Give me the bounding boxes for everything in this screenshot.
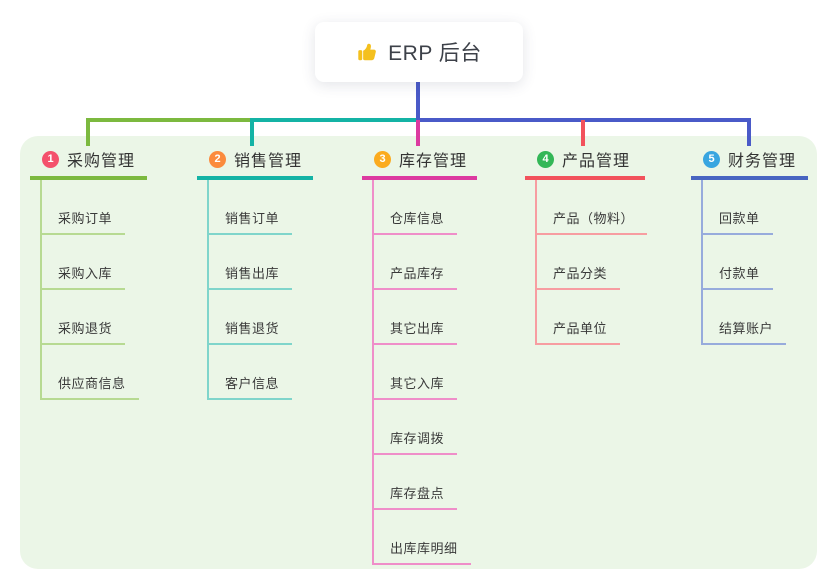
child-node[interactable]: 其它出库 [374, 290, 471, 345]
child-node-label: 产品库存 [374, 263, 458, 290]
child-node-label: 其它入库 [374, 373, 458, 400]
branch-label: 产品管理 [562, 153, 631, 170]
child-node[interactable]: 采购订单 [42, 180, 139, 235]
branch-badge: 1 [42, 150, 59, 168]
child-node[interactable]: 库存盘点 [374, 455, 471, 510]
child-node-label: 产品分类 [537, 263, 621, 290]
branch-purchase: 1 采购管理 采购订单采购入库采购退货供应商信息 [30, 148, 147, 400]
branch-children: 产品（物料） 产品分类产品单位 [535, 180, 648, 345]
branch-children: 回款单付款单结算账户 [701, 180, 787, 345]
connector-drop-5 [747, 118, 751, 146]
connector-root-drop [416, 82, 420, 122]
branch-label: 销售管理 [234, 153, 303, 170]
child-node-label: 付款单 [703, 263, 773, 290]
child-node-label: 出库库明细 [374, 538, 471, 565]
branch-label: 采购管理 [67, 153, 136, 170]
child-node-label: 产品单位 [537, 318, 621, 345]
child-node[interactable]: 客户信息 [209, 345, 293, 400]
child-node[interactable]: 产品分类 [537, 235, 647, 290]
child-node[interactable]: 付款单 [703, 235, 786, 290]
child-node-label: 结算账户 [703, 318, 787, 345]
branch-sales: 2 销售管理 销售订单销售出库销售退货客户信息 [197, 148, 313, 400]
connector-bus-teal [250, 118, 418, 122]
child-node[interactable]: 销售订单 [209, 180, 293, 235]
child-node-label: 销售订单 [209, 208, 293, 235]
child-node-label: 客户信息 [209, 373, 293, 400]
child-node[interactable]: 结算账户 [703, 290, 787, 345]
connector-drop-1 [86, 118, 90, 146]
branch-header-finance[interactable]: 5 财务管理 [691, 148, 808, 180]
connector-drop-2 [250, 118, 254, 146]
child-node-label: 库存盘点 [374, 483, 458, 510]
child-node[interactable]: 出库库明细 [374, 510, 471, 565]
thumbs-up-icon [356, 41, 378, 63]
branch-children: 采购订单采购入库采购退货供应商信息 [40, 180, 139, 400]
branch-children: 仓库信息产品库存其它出库其它入库库存调拨库存盘点出库库明细 [372, 180, 471, 565]
branch-finance: 5 财务管理 回款单付款单结算账户 [691, 148, 808, 345]
child-node-label: 供应商信息 [42, 373, 139, 400]
child-node-label: 库存调拨 [374, 428, 458, 455]
branch-inventory: 3 库存管理 仓库信息产品库存其它出库其它入库库存调拨库存盘点出库库明细 [362, 148, 477, 565]
child-node-label: 其它出库 [374, 318, 458, 345]
child-node[interactable]: 采购入库 [42, 235, 139, 290]
child-node[interactable]: 产品（物料） [537, 180, 648, 235]
child-node[interactable]: 产品单位 [537, 290, 647, 345]
child-node[interactable]: 采购退货 [42, 290, 139, 345]
connector-drop-4 [581, 120, 585, 146]
branch-label: 财务管理 [728, 153, 797, 170]
child-node[interactable]: 产品库存 [374, 235, 471, 290]
branch-header-product[interactable]: 4 产品管理 [525, 148, 645, 180]
connector-drop-3 [416, 120, 420, 146]
child-node-label: 采购订单 [42, 208, 126, 235]
mindmap-panel [20, 136, 817, 569]
child-node[interactable]: 销售退货 [209, 290, 293, 345]
branch-badge: 4 [537, 150, 554, 168]
child-node-label: 回款单 [703, 208, 773, 235]
child-node[interactable]: 其它入库 [374, 345, 471, 400]
connector-bus-green [86, 118, 254, 122]
branch-badge: 5 [703, 150, 720, 168]
branch-product: 4 产品管理 产品（物料） 产品分类产品单位 [525, 148, 648, 345]
child-node-label: 采购退货 [42, 318, 126, 345]
child-node-label: 产品（物料） [537, 208, 648, 235]
branch-children: 销售订单销售出库销售退货客户信息 [207, 180, 293, 400]
child-node[interactable]: 仓库信息 [374, 180, 471, 235]
branch-header-purchase[interactable]: 1 采购管理 [30, 148, 147, 180]
child-node[interactable]: 回款单 [703, 180, 786, 235]
child-node-label: 销售出库 [209, 263, 293, 290]
branch-label: 库存管理 [399, 153, 468, 170]
child-node[interactable]: 供应商信息 [42, 345, 139, 400]
branch-header-sales[interactable]: 2 销售管理 [197, 148, 313, 180]
branch-header-inventory[interactable]: 3 库存管理 [362, 148, 477, 180]
child-node[interactable]: 库存调拨 [374, 400, 471, 455]
child-node-label: 仓库信息 [374, 208, 458, 235]
child-node[interactable]: 销售出库 [209, 235, 293, 290]
root-title: ERP 后台 [388, 42, 482, 65]
branch-badge: 3 [374, 150, 391, 168]
child-node-label: 采购入库 [42, 263, 126, 290]
child-node-label: 销售退货 [209, 318, 293, 345]
root-node[interactable]: ERP 后台 [315, 22, 523, 82]
branch-badge: 2 [209, 150, 226, 168]
